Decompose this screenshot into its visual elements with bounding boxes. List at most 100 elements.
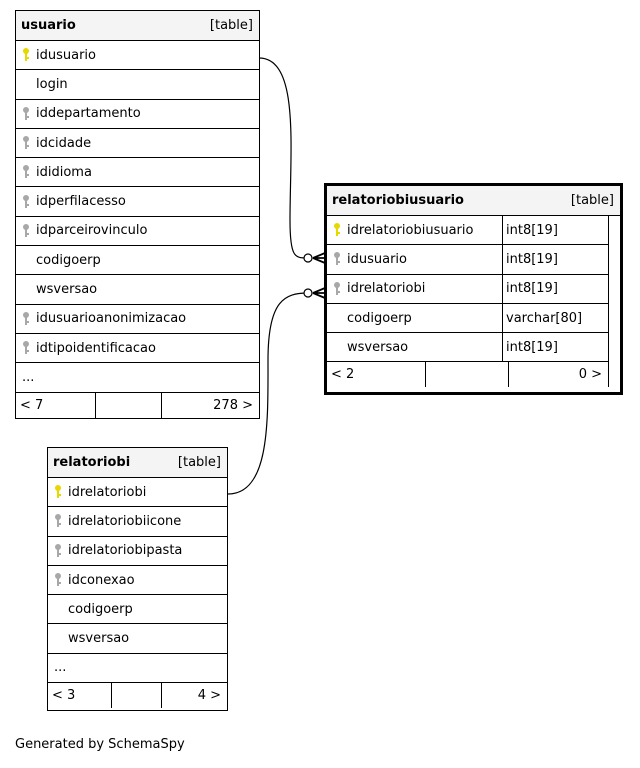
column-row[interactable]: idrelatoriobi int8[19] bbox=[327, 274, 608, 304]
foreign-key-icon bbox=[16, 164, 36, 180]
relation-many-marker bbox=[312, 287, 326, 299]
foreign-key-icon bbox=[16, 194, 36, 210]
column-name: wsversao bbox=[68, 631, 130, 647]
column-row[interactable]: iddepartamento bbox=[16, 100, 259, 129]
column-name: idtipoidentificacao bbox=[36, 340, 156, 356]
column-row[interactable]: wsversao bbox=[16, 275, 259, 305]
column-name-cell: idrelatoriobi bbox=[327, 274, 503, 303]
column-row[interactable]: idusuarioanonimizacao bbox=[16, 305, 259, 334]
column-name: idrelatoriobiusuario bbox=[347, 222, 474, 238]
column-name-cell: idusuario bbox=[327, 245, 503, 274]
table-name: relatoriobi bbox=[53, 455, 131, 470]
column-name: idrelatoriobi bbox=[347, 281, 426, 297]
foreign-key-icon bbox=[16, 340, 36, 356]
column-row[interactable]: login bbox=[16, 70, 259, 100]
foreign-key-icon bbox=[48, 543, 68, 559]
table-relatoriobi[interactable]: relatoriobi [table] idrelatoriobi idrelat… bbox=[47, 447, 228, 711]
column-type: int8[19] bbox=[506, 281, 558, 297]
column-row[interactable]: idconexao bbox=[48, 566, 227, 596]
children-count[interactable]: 0 > bbox=[578, 367, 602, 383]
table-footer: < 7 278 > bbox=[16, 392, 259, 418]
column-name: idusuario bbox=[36, 47, 96, 63]
relation-many-marker bbox=[312, 252, 326, 264]
foreign-key-icon bbox=[16, 135, 36, 151]
column-name: idusuario bbox=[347, 251, 407, 267]
column-type: int8[19] bbox=[506, 339, 558, 355]
column-name: idrelatoriobi bbox=[68, 484, 147, 500]
column-type: int8[19] bbox=[506, 222, 558, 238]
columns-area: idrelatoriobiusuario int8[19] idusuario int… bbox=[327, 216, 609, 388]
column-name: ididioma bbox=[36, 164, 92, 180]
column-row[interactable]: idtipoidentificacao bbox=[16, 334, 259, 364]
table-kind: [table] bbox=[570, 193, 614, 208]
footer-spacer bbox=[96, 392, 162, 418]
column-row[interactable]: ididioma bbox=[16, 158, 259, 188]
column-row[interactable]: idrelatoriobipasta bbox=[48, 537, 227, 566]
relation-optional-marker bbox=[303, 253, 313, 263]
column-type: varchar[80] bbox=[506, 310, 583, 326]
column-name: codigoerp bbox=[36, 252, 101, 268]
column-row[interactable]: idusuario bbox=[16, 41, 259, 71]
children-count[interactable]: 4 > bbox=[197, 688, 221, 704]
more-columns: ... bbox=[16, 363, 259, 393]
foreign-key-icon bbox=[16, 311, 36, 327]
table-relatoriobiusuario[interactable]: relatoriobiusuario [table] idrelatoriobi… bbox=[324, 183, 623, 395]
primary-key-icon bbox=[327, 222, 347, 238]
column-name: wsversao bbox=[347, 339, 409, 355]
table-kind: [table] bbox=[177, 455, 221, 470]
foreign-key-icon bbox=[16, 106, 36, 122]
column-row[interactable]: codigoerp varchar[80] bbox=[327, 303, 608, 334]
parents-count[interactable]: < 2 bbox=[327, 362, 426, 388]
column-name: idperfilacesso bbox=[36, 194, 126, 210]
table-name: relatoriobiusuario bbox=[332, 193, 464, 208]
table-kind: [table] bbox=[209, 18, 253, 33]
column-row[interactable]: wsversao int8[19] bbox=[327, 333, 608, 363]
column-row[interactable]: codigoerp bbox=[48, 595, 227, 625]
column-row[interactable]: idrelatoriobiicone bbox=[48, 507, 227, 537]
column-name: login bbox=[36, 76, 68, 92]
column-row[interactable]: wsversao bbox=[48, 624, 227, 654]
table-footer: < 3 4 > bbox=[48, 683, 227, 709]
foreign-key-icon bbox=[327, 281, 347, 297]
column-name: codigoerp bbox=[347, 310, 412, 326]
column-name: idconexao bbox=[68, 572, 135, 588]
table-name: usuario bbox=[21, 18, 76, 33]
foreign-key-icon bbox=[48, 572, 68, 588]
column-row[interactable]: idrelatoriobiusuario int8[19] bbox=[327, 216, 608, 246]
column-name-cell: wsversao bbox=[327, 333, 503, 362]
column-name: idparceirovinculo bbox=[36, 223, 148, 239]
column-name-cell: codigoerp bbox=[327, 303, 503, 333]
generated-by-caption: Generated by SchemaSpy bbox=[15, 737, 185, 752]
table-usuario[interactable]: usuario [table] idusuario login iddepartam… bbox=[15, 10, 260, 419]
table-footer: < 2 0 > bbox=[327, 362, 608, 388]
column-row[interactable]: idparceirovinculo bbox=[16, 217, 259, 247]
children-count[interactable]: 278 > bbox=[213, 397, 253, 413]
column-name: iddepartamento bbox=[36, 106, 141, 122]
parents-count[interactable]: < 3 bbox=[48, 683, 112, 709]
column-type: int8[19] bbox=[506, 251, 558, 267]
foreign-key-icon bbox=[327, 251, 347, 267]
column-name: idrelatoriobiicone bbox=[68, 513, 182, 529]
table-header: relatoriobiusuario [table] bbox=[327, 186, 620, 216]
footer-spacer bbox=[426, 362, 509, 388]
column-name: wsversao bbox=[36, 282, 98, 298]
column-name: idrelatoriobipasta bbox=[68, 543, 183, 559]
column-row[interactable]: idperfilacesso bbox=[16, 187, 259, 217]
relation-relatoriobi-to-relatoriobiusuario bbox=[227, 292, 309, 495]
relation-optional-marker bbox=[303, 288, 313, 298]
column-row[interactable]: idcidade bbox=[16, 129, 259, 159]
column-name-cell: idrelatoriobiusuario bbox=[327, 216, 503, 245]
primary-key-icon bbox=[16, 47, 36, 63]
footer-spacer bbox=[112, 683, 162, 709]
column-name: idusuarioanonimizacao bbox=[36, 311, 187, 327]
table-header: relatoriobi [table] bbox=[48, 448, 227, 478]
primary-key-icon bbox=[48, 484, 68, 500]
foreign-key-icon bbox=[48, 513, 68, 529]
parents-count[interactable]: < 7 bbox=[16, 392, 96, 418]
more-columns: ... bbox=[48, 654, 227, 684]
column-row[interactable]: idrelatoriobi bbox=[48, 478, 227, 508]
relation-usuario-to-relatoriobiusuario bbox=[258, 57, 309, 259]
column-row[interactable]: codigoerp bbox=[16, 246, 259, 276]
column-row[interactable]: idusuario int8[19] bbox=[327, 245, 608, 275]
